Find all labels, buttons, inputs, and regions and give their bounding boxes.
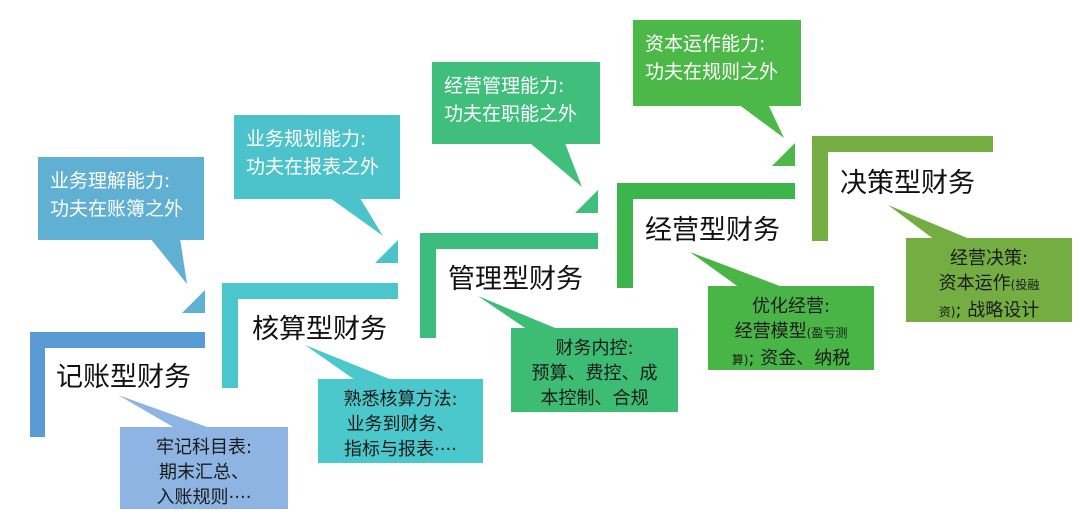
box-tail-2	[305, 345, 392, 380]
ability-callout-2: 业务规划能力: 功夫在报表之外	[234, 115, 400, 199]
callout-4-line2: 功夫在规则之外	[645, 61, 779, 83]
callout-tail-1	[150, 238, 187, 284]
box-3-line2: 预算、费控、成	[531, 363, 658, 384]
box-5-line3: 资); 战略设计	[914, 298, 1064, 325]
ability-callout-3: 经营管理能力: 功夫在职能之外	[432, 62, 600, 144]
callout-tail-4	[738, 104, 784, 138]
box-5-line1: 经营决策:	[949, 248, 1029, 269]
step-shape-5	[812, 136, 993, 241]
callout-2-line2: 功夫在报表之外	[246, 156, 380, 178]
callout-tail-3	[530, 143, 582, 187]
box-4-line2-main: 经营模型	[734, 321, 807, 342]
box-3-line1: 财务内控:	[555, 338, 634, 359]
step-arrow-3	[575, 190, 598, 213]
stage-title-4: 经营型财务	[645, 215, 780, 246]
box-tail-1	[118, 395, 210, 428]
step-shape-2	[222, 283, 398, 388]
callout-tail-2	[330, 198, 383, 236]
box-1-line3: 入账规则····	[156, 487, 252, 508]
box-5-line3-main: ; 战略设计	[955, 300, 1040, 321]
box-4-line3: 算); 资金、纳税	[716, 346, 866, 373]
step-arrow-4	[772, 143, 795, 166]
step-arrow-2	[375, 240, 398, 263]
stage-title-5: 决策型财务	[840, 168, 975, 199]
callout-3-line1: 经营管理能力:	[444, 75, 565, 97]
detail-box-4: 优化经营: 经营模型(盈亏测 算); 资金、纳税	[708, 286, 874, 370]
box-2-line2: 业务到财务、	[346, 414, 455, 435]
stage-title-1: 记账型财务	[56, 362, 191, 393]
step-shape-1	[30, 332, 205, 437]
stage-title-2: 核算型财务	[252, 314, 387, 345]
box-1-line1: 牢记科目表:	[155, 437, 253, 458]
box-4-line2-note: (盈亏测	[806, 326, 848, 340]
box-tail-3	[478, 296, 560, 330]
stage-title-3: 管理型财务	[448, 264, 583, 295]
step-shape-3	[420, 233, 598, 338]
step-shape-4	[617, 183, 795, 288]
box-4-line1: 优化经营:	[751, 296, 831, 317]
detail-box-3: 财务内控: 预算、费控、成 本控制、合规	[511, 328, 678, 412]
step-arrow-1	[182, 290, 205, 313]
callout-4-line1: 资本运作能力:	[645, 33, 766, 55]
detail-box-1: 牢记科目表: 期末汇总、 入账规则····	[120, 427, 288, 509]
ability-callout-4: 资本运作能力: 功夫在规则之外	[633, 20, 801, 106]
callout-2-line1: 业务规划能力:	[246, 128, 367, 150]
box-tail-4	[690, 252, 785, 288]
box-4-line3-note: 算)	[731, 353, 749, 367]
detail-box-5: 经营决策: 资本运作(投融 资); 战略设计	[906, 238, 1072, 322]
callout-1-line2: 功夫在账簿之外	[50, 198, 184, 220]
callout-3-line2: 功夫在职能之外	[444, 103, 578, 125]
box-3-line3: 本控制、合规	[540, 388, 649, 409]
detail-box-2: 熟悉核算方法: 业务到财务、 指标与报表····	[318, 379, 483, 463]
box-4-line3-main: ; 资金、纳税	[748, 348, 851, 369]
box-5-line2: 资本运作(投融	[914, 271, 1064, 298]
box-5-line2-note: (投融	[1010, 278, 1040, 292]
box-4-line2: 经营模型(盈亏测	[716, 319, 866, 346]
box-5-line3-note: 资)	[938, 305, 956, 319]
box-1-line2: 期末汇总、	[159, 462, 249, 483]
box-2-line3: 指标与报表····	[344, 439, 457, 460]
box-2-line1: 熟悉核算方法:	[343, 389, 458, 410]
box-tail-5	[888, 205, 972, 240]
box-5-line2-main: 资本运作	[938, 273, 1011, 294]
callout-1-line1: 业务理解能力:	[50, 170, 171, 192]
ability-callout-1: 业务理解能力: 功夫在账簿之外	[38, 157, 204, 240]
